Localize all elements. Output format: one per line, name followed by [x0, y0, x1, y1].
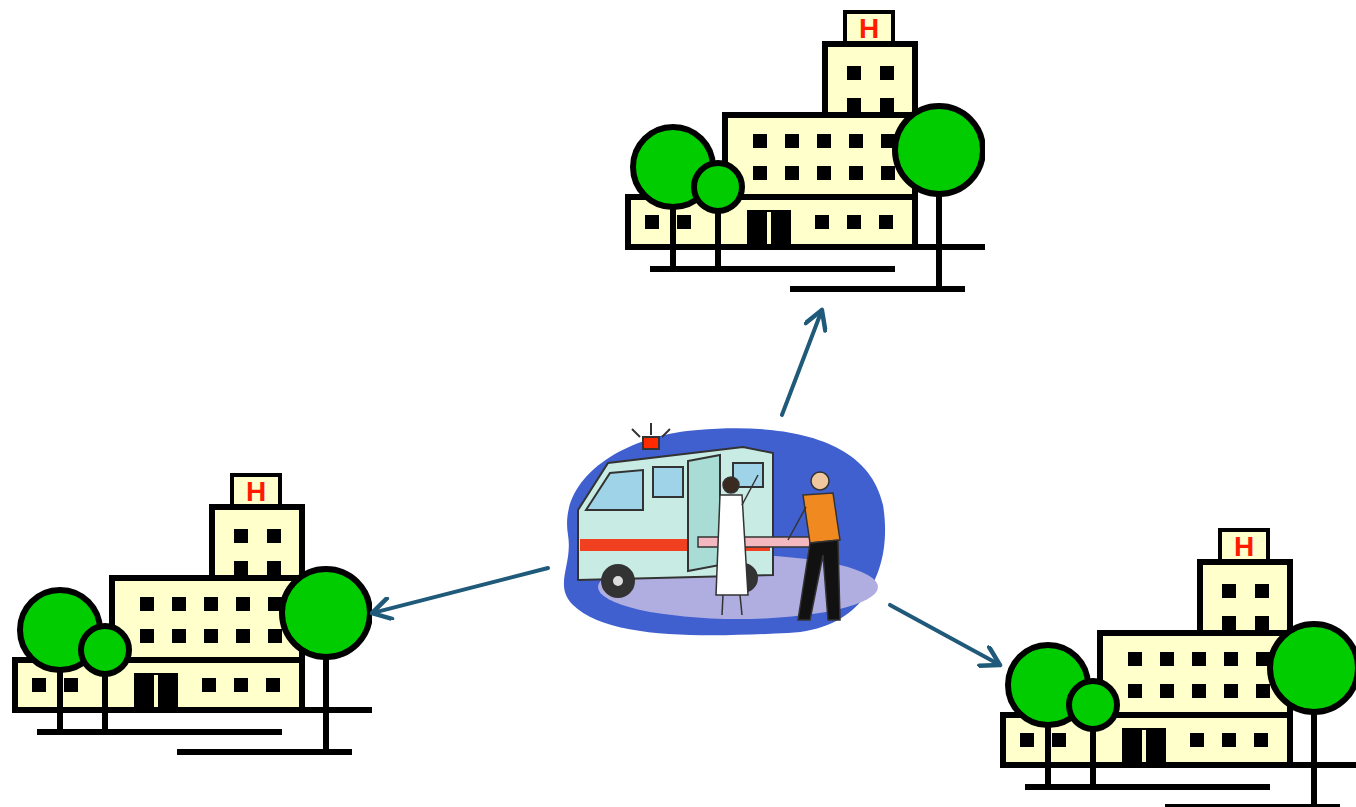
hospital-outline — [625, 10, 985, 310]
hospital-node: H — [625, 10, 985, 310]
ambulance-node — [548, 415, 890, 640]
arrow-connector — [890, 605, 1000, 665]
hospital-drawing — [1000, 530, 1356, 807]
ambulance-drawing — [564, 423, 885, 635]
hospital-outline — [1000, 528, 1356, 807]
ambulance-illustration — [548, 415, 890, 640]
arrow-connector — [782, 310, 822, 415]
arrow-connector — [372, 568, 548, 613]
hospital-sign-letter: H — [845, 13, 893, 45]
hospital-drawing — [625, 12, 985, 289]
hospital-sign-letter: H — [232, 476, 280, 508]
hospital-node: H — [1000, 528, 1356, 807]
hospital-outline — [12, 473, 372, 773]
hospital-sign-letter: H — [1220, 531, 1268, 563]
hospital-drawing — [12, 475, 372, 752]
hospital-node: H — [12, 473, 372, 773]
